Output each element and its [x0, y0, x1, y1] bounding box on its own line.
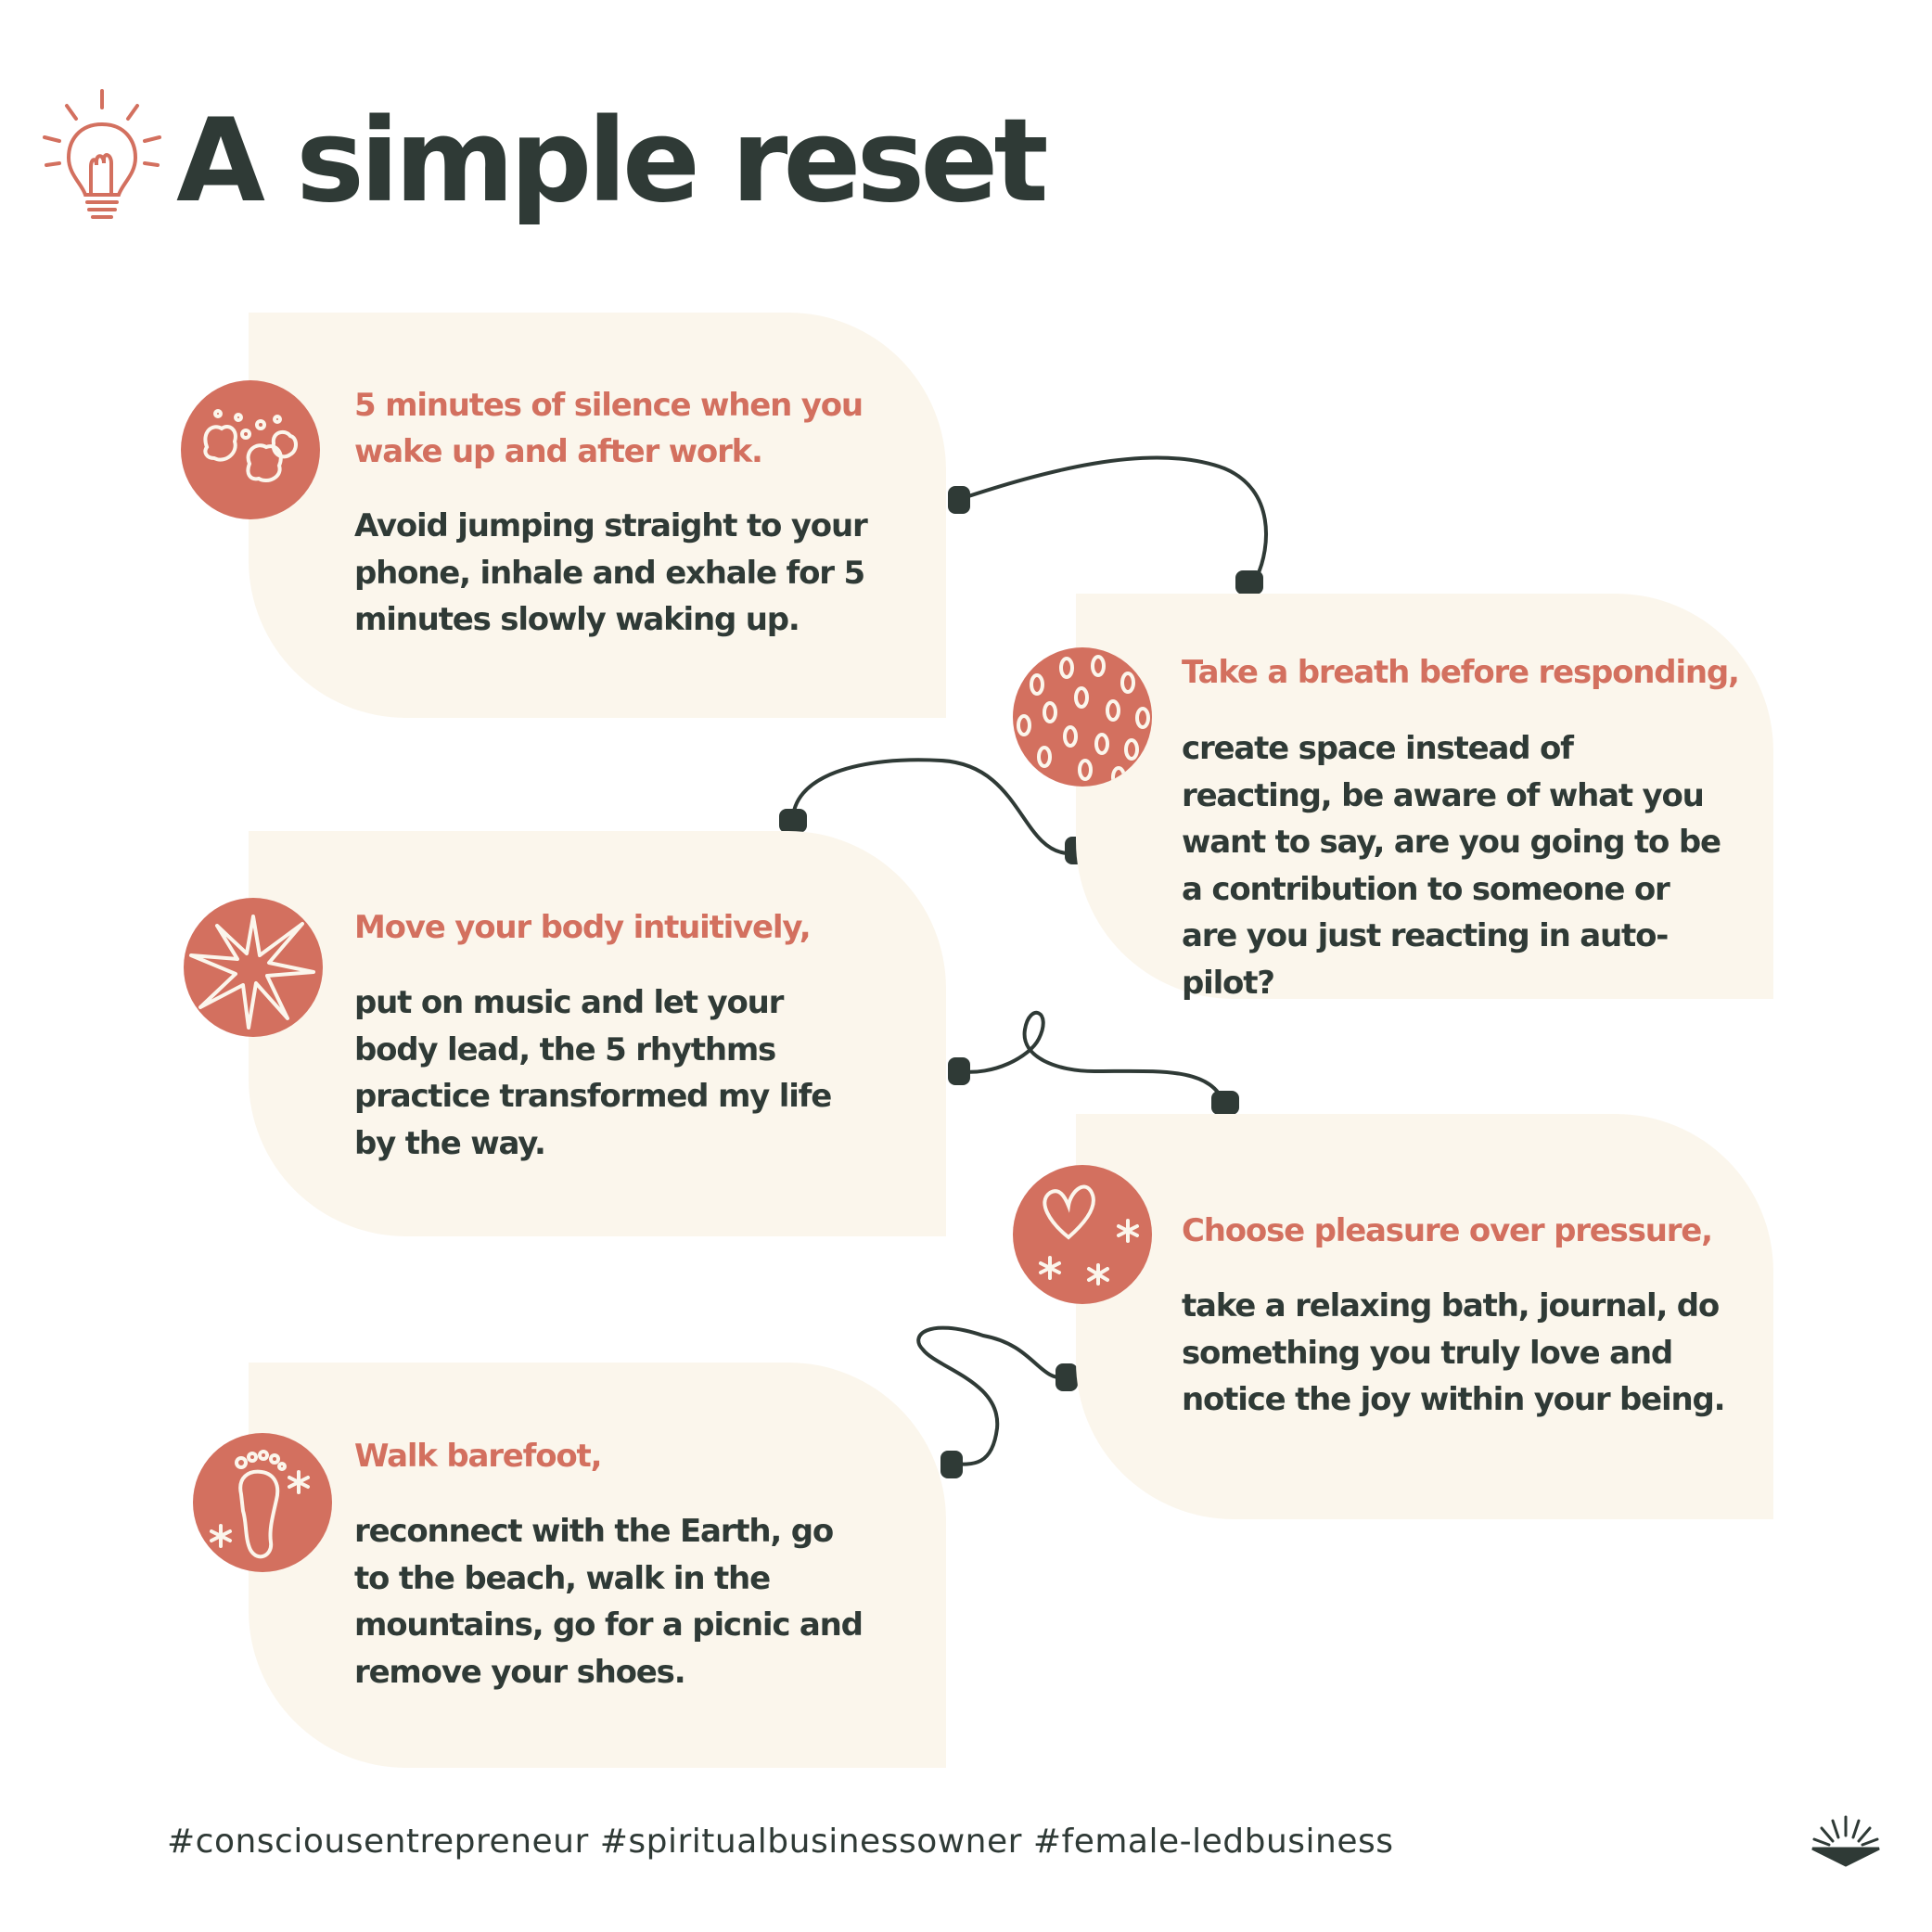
step-heading: Move your body intuitively,	[354, 909, 812, 946]
starburst-icon	[184, 898, 323, 1037]
stones-icon	[181, 380, 320, 519]
hashtags: #consciousentrepreneur #spiritualbusines…	[167, 1823, 1394, 1861]
header: A simple reset	[37, 74, 1057, 241]
step-heading: Walk barefoot,	[354, 1438, 603, 1475]
step-body: reconnect with the Earth, go to the beac…	[354, 1513, 864, 1691]
step-card-1: 5 minutes of silence when you wake up an…	[181, 313, 946, 718]
lightbulb-icon	[43, 89, 161, 219]
step-body: create space instead of reacting, be awa…	[1182, 730, 1721, 1002]
step-card-4: Choose pleasure over pressure, take a re…	[1013, 1114, 1773, 1519]
sunrise-logo-icon	[1811, 1815, 1880, 1867]
step-card-5: Walk barefoot, reconnect with the Earth,…	[193, 1363, 946, 1768]
step-body: take a relaxing bath, journal, do someth…	[1182, 1287, 1726, 1418]
page-title: A simple reset	[176, 95, 1049, 228]
step-body: put on music and let your body lead, the…	[354, 984, 832, 1162]
step-card-2: Take a breath before responding, create …	[1013, 594, 1773, 1002]
step-heading: Choose pleasure over pressure,	[1182, 1212, 1713, 1249]
footprint-icon	[193, 1433, 332, 1572]
step-heading: Take a breath before responding,	[1182, 654, 1740, 691]
seeds-pattern-icon	[1013, 647, 1152, 787]
step-card-3: Move your body intuitively, put on music…	[184, 831, 946, 1236]
heart-sparkles-icon	[1013, 1165, 1152, 1304]
step-body: Avoid jumping straight to your phone, in…	[354, 507, 868, 638]
step-heading: 5 minutes of silence when you wake up an…	[354, 387, 864, 470]
